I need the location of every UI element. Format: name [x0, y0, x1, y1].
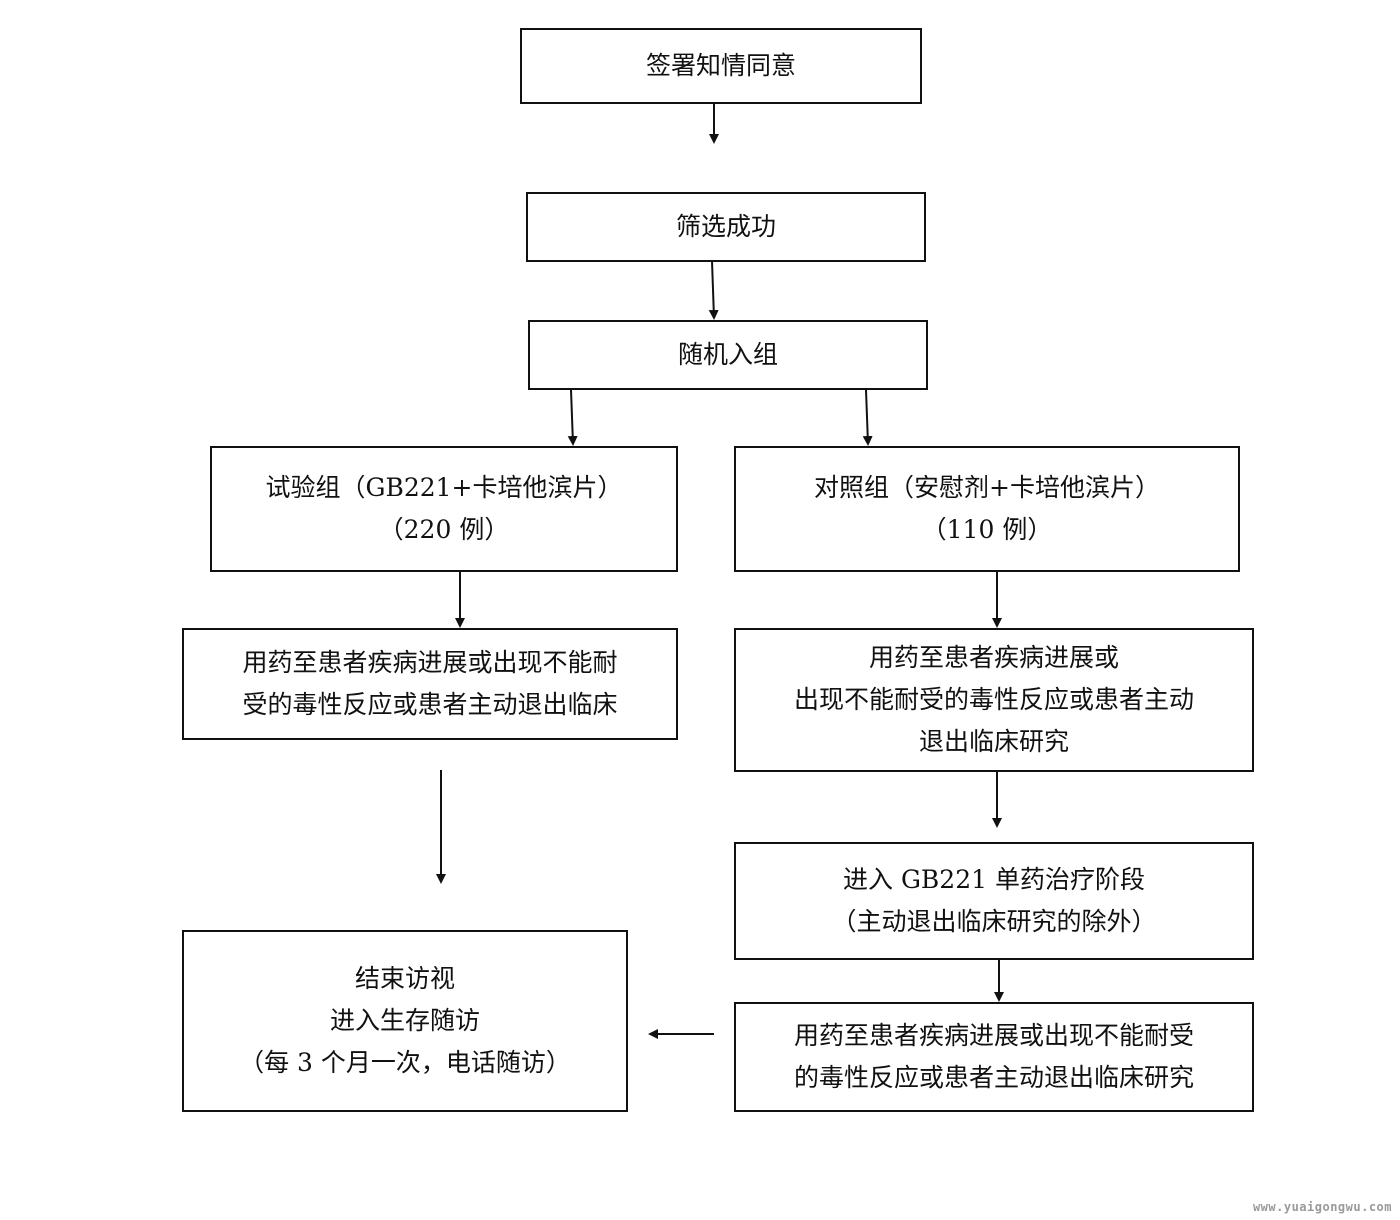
arrow-randomize-to-test [567, 389, 578, 446]
test-group-line2: （220 例） [378, 515, 510, 544]
mono-dosing-box: 用药至患者疾病进展或出现不能耐受 的毒性反应或患者主动退出临床研究 [734, 1002, 1254, 1112]
mono-phase-box: 进入 GB221 单药治疗阶段 （主动退出临床研究的除外） [734, 842, 1254, 960]
randomize-box: 随机入组 [528, 320, 928, 390]
test-dosing-line1: 用药至患者疾病进展或出现不能耐 [242, 648, 618, 677]
arrow-screening-to-randomize [708, 260, 719, 320]
watermark: www.yuaigongwu.com [1252, 1200, 1392, 1214]
control-dosing-line2: 出现不能耐受的毒性反应或患者主动 [793, 685, 1194, 714]
mono-phase-line1: 进入 GB221 单药治疗阶段 [843, 865, 1145, 894]
control-dosing-line1: 用药至患者疾病进展或 [868, 643, 1119, 672]
test-dosing-box: 用药至患者疾病进展或出现不能耐 受的毒性反应或患者主动退出临床 [182, 628, 678, 740]
mono-dosing-line2: 的毒性反应或患者主动退出临床研究 [793, 1063, 1194, 1092]
test-group-box: 试验组（GB221+卡培他滨片） （220 例） [210, 446, 678, 572]
consent-label: 签署知情同意 [645, 51, 796, 80]
control-group-line2: （110 例） [921, 515, 1053, 544]
consent-box: 签署知情同意 [520, 28, 922, 104]
control-group-box: 对照组（安慰剂+卡培他滨片） （110 例） [734, 446, 1240, 572]
control-dosing-line3: 退出临床研究 [918, 727, 1069, 756]
control-group-line1: 对照组（安慰剂+卡培他滨片） [814, 473, 1160, 502]
control-dosing-box: 用药至患者疾病进展或 出现不能耐受的毒性反应或患者主动 退出临床研究 [734, 628, 1254, 772]
end-visit-line3: （每 3 个月一次，电话随访） [239, 1048, 571, 1077]
test-group-line1: 试验组（GB221+卡培他滨片） [265, 473, 623, 502]
end-visit-line2: 进入生存随访 [329, 1006, 480, 1035]
randomize-label: 随机入组 [677, 340, 778, 369]
screening-label: 筛选成功 [675, 212, 776, 241]
arrow-randomize-to-control [862, 389, 873, 446]
mono-dosing-line1: 用药至患者疾病进展或出现不能耐受 [793, 1021, 1194, 1050]
end-visit-box: 结束访视 进入生存随访 （每 3 个月一次，电话随访） [182, 930, 628, 1112]
test-dosing-line2: 受的毒性反应或患者主动退出临床 [242, 690, 618, 719]
end-visit-line1: 结束访视 [354, 964, 455, 993]
mono-phase-line2: （主动退出临床研究的除外） [831, 907, 1157, 936]
screening-box: 筛选成功 [526, 192, 926, 262]
